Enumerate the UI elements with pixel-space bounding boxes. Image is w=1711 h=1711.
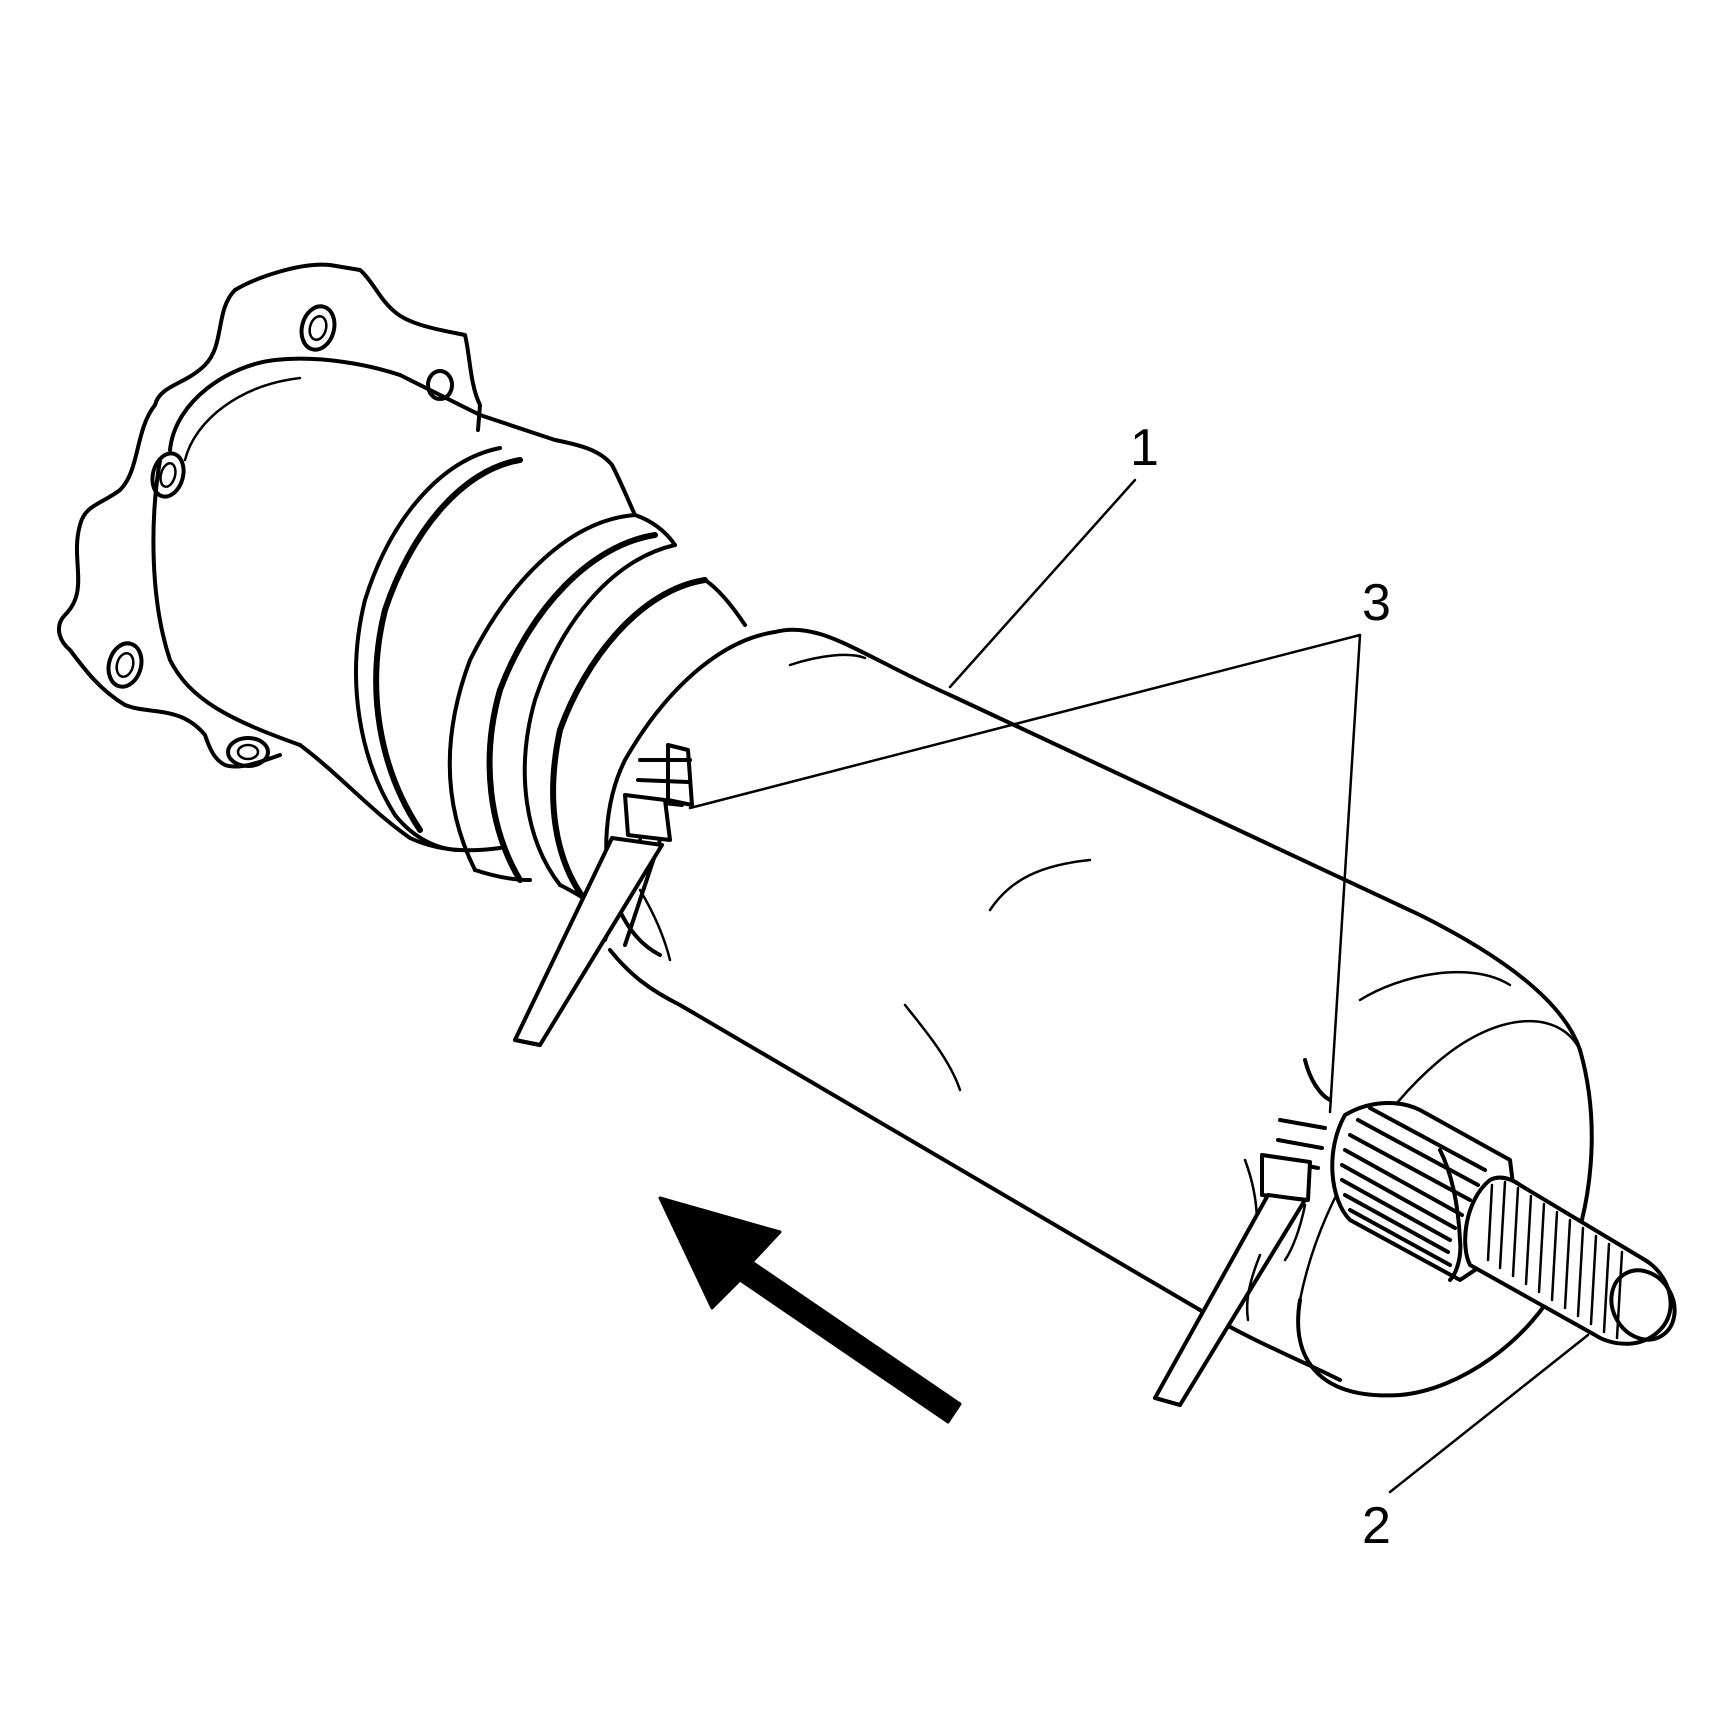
splined-shaft bbox=[1330, 1101, 1677, 1346]
callout-3: 3 bbox=[1362, 574, 1391, 632]
right-clamp bbox=[1153, 1058, 1332, 1407]
callout-2: 2 bbox=[1362, 1497, 1391, 1555]
outer-sleeve bbox=[604, 627, 1594, 1398]
arrow-up-left-icon bbox=[658, 1196, 962, 1424]
joint-housing bbox=[57, 262, 747, 917]
callout-labels: 1 3 2 bbox=[1130, 419, 1391, 1555]
left-clamp bbox=[513, 743, 694, 1047]
leader-lines bbox=[688, 478, 1590, 1494]
callout-1: 1 bbox=[1130, 419, 1159, 477]
